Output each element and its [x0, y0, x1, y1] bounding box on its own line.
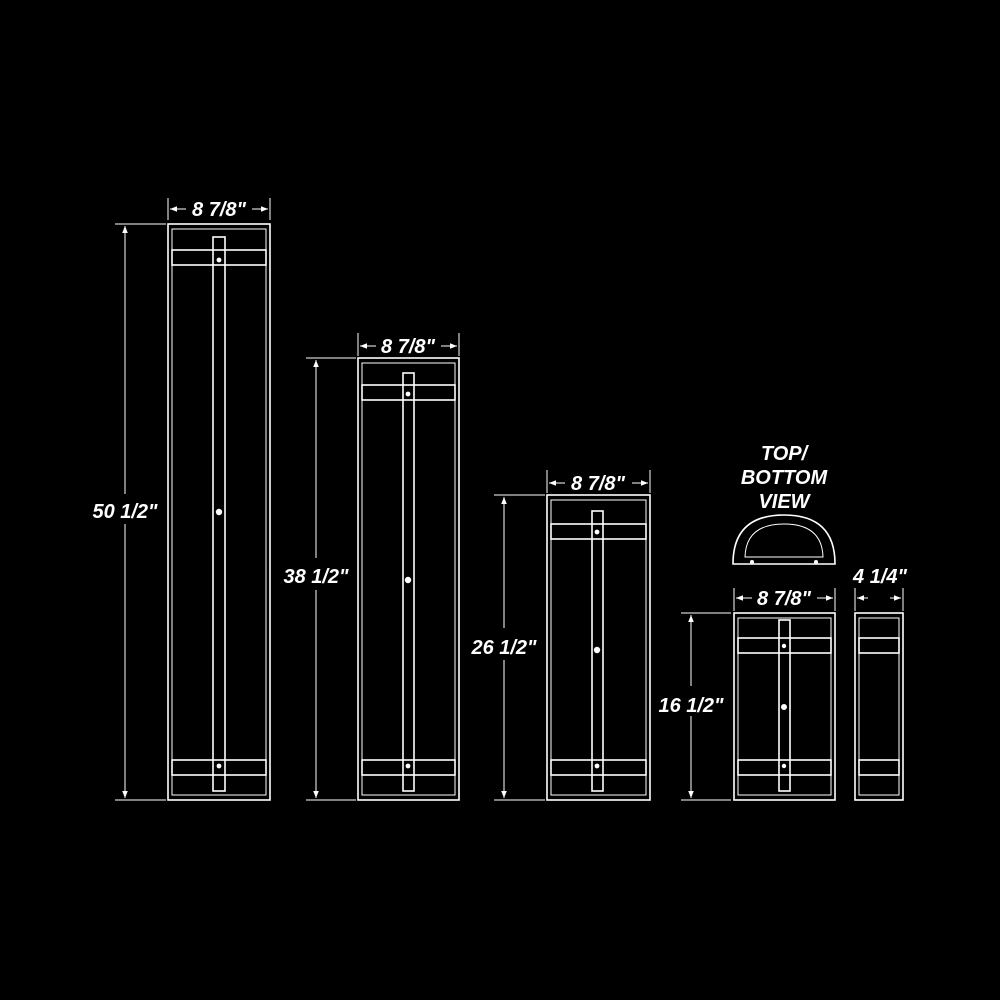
fixture-body [546, 494, 651, 801]
depth-label: 4 1/4" [852, 566, 907, 588]
side-view: 4 1/4" [852, 566, 907, 801]
fixture-26-5: 8 7/8" 26 1/2" [470, 470, 651, 801]
height-dimension: 26 1/2" [470, 494, 545, 801]
width-label: 8 7/8" [757, 588, 811, 610]
width-label: 8 7/8" [381, 336, 435, 358]
height-dimension: 50 1/2" [92, 223, 166, 801]
height-dimension: 38 1/2" [283, 357, 356, 801]
height-label: 38 1/2" [283, 566, 349, 588]
fixture-body [357, 357, 460, 801]
top-view-outline [732, 514, 836, 565]
width-dimension: 8 7/8" [357, 333, 460, 358]
width-label: 8 7/8" [571, 473, 625, 495]
width-dimension: 8 7/8" [167, 198, 271, 221]
side-body [854, 612, 904, 801]
top-bottom-view: TOP/ BOTTOM VIEW [732, 443, 836, 565]
top-view-title-line1: TOP/ [761, 443, 810, 465]
fixture-body [167, 223, 271, 801]
fixture-16-5: 8 7/8" 16 1/2" [658, 588, 836, 801]
width-label: 8 7/8" [192, 199, 246, 221]
fixture-50-5: 8 7/8" 50 1/2" [92, 198, 271, 801]
height-label: 50 1/2" [92, 501, 158, 523]
height-label: 26 1/2" [470, 637, 537, 659]
top-view-title-line3: VIEW [758, 491, 811, 513]
width-dimension: 8 7/8" [733, 588, 836, 611]
depth-dimension: 4 1/4" [852, 566, 907, 611]
top-view-title-line2: BOTTOM [741, 467, 829, 489]
top-view-inner [744, 523, 824, 558]
fixture-38-5: 8 7/8" 38 1/2" [283, 333, 460, 801]
height-label: 16 1/2" [658, 695, 724, 717]
width-dimension: 8 7/8" [546, 470, 651, 495]
height-dimension: 16 1/2" [658, 612, 731, 801]
fixture-body [733, 612, 836, 801]
